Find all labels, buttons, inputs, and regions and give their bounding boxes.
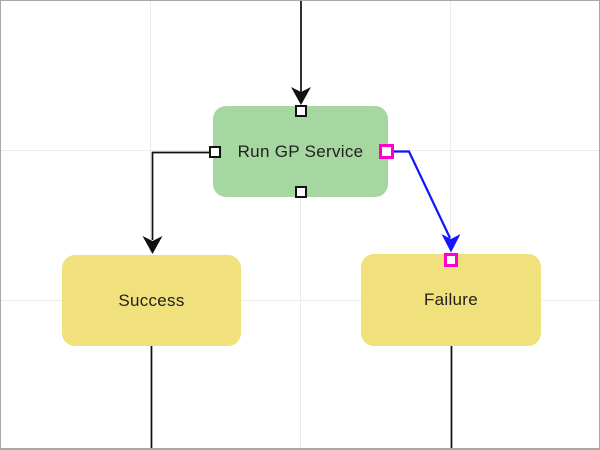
port-run-gp-service-bottom[interactable] xyxy=(295,186,307,198)
node-success-label: Success xyxy=(118,290,185,310)
edge-run-to-success-arrowhead-icon xyxy=(142,236,163,254)
node-failure-label: Failure xyxy=(423,290,479,309)
port-failure-top-selected[interactable] xyxy=(444,253,458,267)
edge-run-to-failure-arrowhead-icon xyxy=(441,234,461,253)
edge-run-to-failure-selected[interactable] xyxy=(394,150,451,239)
port-run-gp-service-right-selected[interactable] xyxy=(379,144,394,159)
edge-run-to-success[interactable] xyxy=(151,151,211,241)
node-run-gp-service-label: Run GP Service xyxy=(237,141,364,161)
port-run-gp-service-left[interactable] xyxy=(209,146,221,158)
port-run-gp-service-top[interactable] xyxy=(295,105,307,117)
edge-incoming-top-arrowhead-icon xyxy=(291,87,311,105)
node-failure[interactable]: Failure xyxy=(361,254,541,346)
node-success[interactable]: Success xyxy=(62,255,241,346)
node-run-gp-service[interactable]: Run GP Service xyxy=(213,106,388,197)
